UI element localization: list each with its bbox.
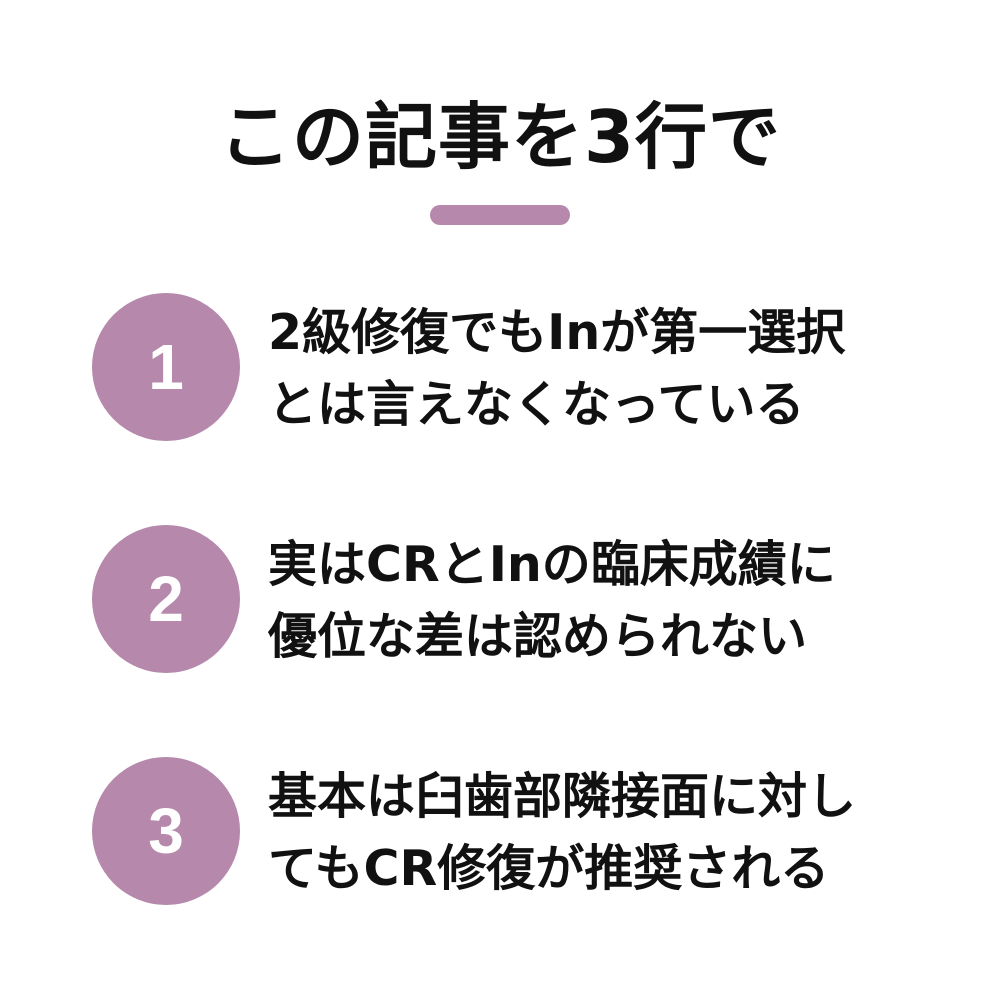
summary-text: 基本は臼歯部隣接面に対し てもCR修復が推奨される <box>268 761 968 905</box>
summary-text: 実はCRとInの臨床成績に 優位な差は認められない <box>268 529 968 673</box>
summary-text: 2級修復でもInが第一選択 とは言えなくなっている <box>268 297 968 441</box>
number-badge: 2 <box>92 525 240 673</box>
summary-line: 優位な差は認められない <box>268 608 808 665</box>
number-badge: 3 <box>92 757 240 905</box>
summary-item: 2 実はCRとInの臨床成績に 優位な差は認められない <box>92 525 972 675</box>
page-title: この記事を3行で <box>218 95 782 179</box>
title-underline <box>430 205 570 225</box>
summary-item: 1 2級修復でもInが第一選択 とは言えなくなっている <box>92 293 972 443</box>
summary-line: 2級修復でもInが第一選択 <box>268 304 846 361</box>
summary-line: 基本は臼歯部隣接面に対し <box>268 768 857 825</box>
summary-line: とは言えなくなっている <box>268 376 805 433</box>
summary-line: てもCR修復が推奨される <box>268 840 830 897</box>
summary-item: 3 基本は臼歯部隣接面に対し てもCR修復が推奨される <box>92 757 972 907</box>
summary-line: 実はCRとInの臨床成績に <box>268 536 836 593</box>
number-badge: 1 <box>92 293 240 441</box>
